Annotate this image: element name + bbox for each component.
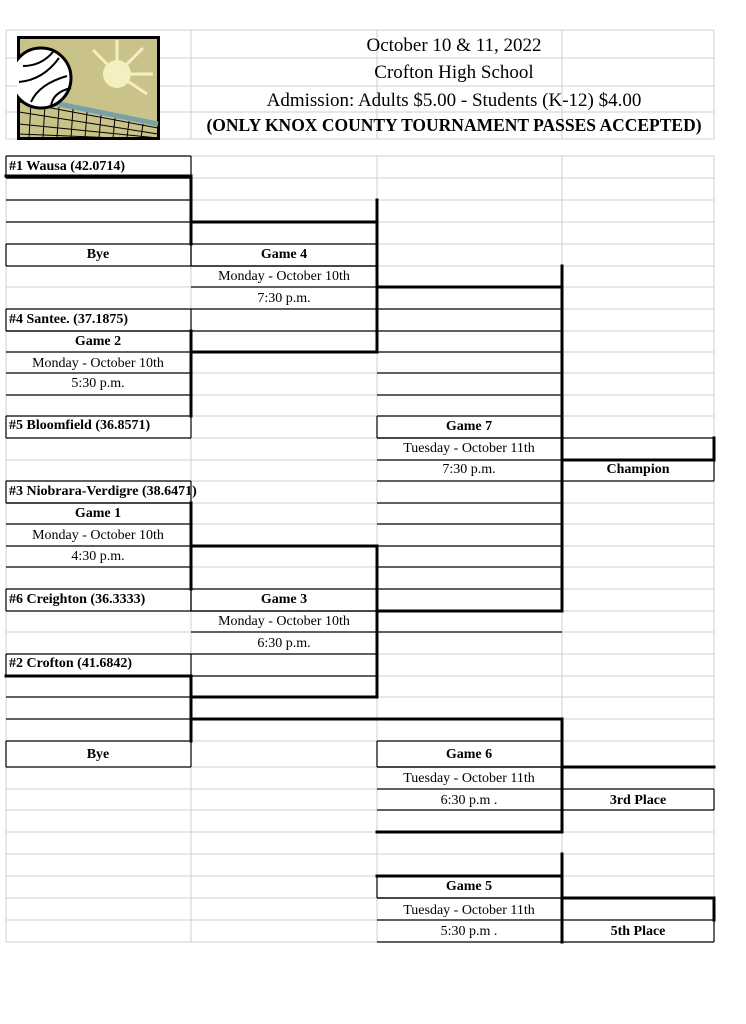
game-6-time: 6:30 p.m . — [440, 793, 498, 808]
game-4-title: Game 4 — [260, 247, 308, 262]
event-date: October 10 & 11, 2022 — [366, 35, 542, 56]
team-crofton: #2 Crofton (41.6842) — [9, 656, 133, 671]
team-creighton: #6 Creighton (36.3333) — [9, 592, 146, 607]
game-7-day: Tuesday - October 11th — [403, 441, 535, 456]
passes-notice: (ONLY KNOX COUNTY TOURNAMENT PASSES ACCE… — [206, 115, 702, 135]
game-1-time: 4:30 p.m. — [71, 549, 125, 564]
fifth-place-label: 5th Place — [610, 924, 666, 939]
game-6-day: Tuesday - October 11th — [403, 771, 535, 786]
game-3-time: 6:30 p.m. — [257, 636, 311, 651]
game-2-title: Game 2 — [74, 334, 122, 349]
event-location: Crofton High School — [374, 62, 534, 83]
game-7-title: Game 7 — [445, 419, 493, 434]
game-1-title: Game 1 — [74, 506, 122, 521]
game-4-time: 7:30 p.m. — [257, 291, 311, 306]
game-2-time: 5:30 p.m. — [71, 376, 125, 391]
game-3-day: Monday - October 10th — [218, 614, 350, 629]
volleyball-net-icon — [17, 36, 160, 140]
game-5-title: Game 5 — [445, 879, 493, 894]
game-5-day: Tuesday - October 11th — [403, 903, 535, 918]
game-6-title: Game 6 — [445, 747, 493, 762]
game-1-day: Monday - October 10th — [32, 528, 164, 543]
team-wausa: #1 Wausa (42.0714) — [9, 159, 126, 174]
team-santee: #4 Santee. (37.1875) — [9, 312, 128, 327]
game-2-day: Monday - October 10th — [32, 356, 164, 371]
game-4-day: Monday - October 10th — [218, 269, 350, 284]
team-niobrara-verdigre: #3 Niobrara-Verdigre (38.6471) — [9, 484, 197, 499]
bye-top: Bye — [86, 247, 110, 262]
team-bloomfield: #5 Bloomfield (36.8571) — [9, 418, 151, 433]
champion-label: Champion — [606, 462, 670, 477]
game-7-time: 7:30 p.m. — [442, 462, 496, 477]
third-place-label: 3rd Place — [609, 793, 667, 808]
game-3-title: Game 3 — [260, 592, 308, 607]
game-5-time: 5:30 p.m . — [440, 924, 498, 939]
bye-bottom: Bye — [86, 747, 110, 762]
admission-prices: Admission: Adults $5.00 - Students (K-12… — [266, 90, 642, 111]
